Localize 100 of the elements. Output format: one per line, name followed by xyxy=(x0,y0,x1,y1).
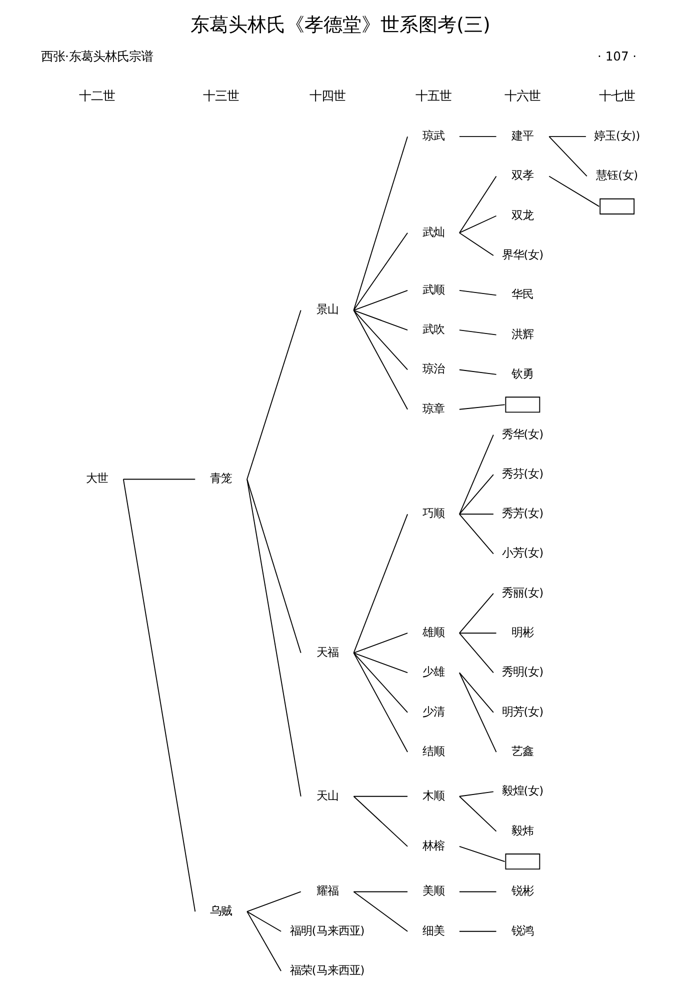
node-text: 景山 xyxy=(316,302,338,316)
node-text: 婷玉(女)) xyxy=(593,128,640,143)
connector xyxy=(352,796,408,797)
connector xyxy=(458,232,494,256)
node-text: 美顺 xyxy=(422,884,444,898)
connector xyxy=(352,796,408,847)
connector xyxy=(458,369,496,375)
node-text: 秀芳(女) xyxy=(501,506,544,520)
node-text: 细美 xyxy=(422,923,444,938)
node-text: 青笼 xyxy=(210,471,232,486)
connector xyxy=(458,672,494,713)
connector xyxy=(458,791,494,797)
connector xyxy=(458,136,496,138)
connector xyxy=(458,330,496,336)
connector xyxy=(458,176,496,234)
connector xyxy=(122,478,196,912)
node-text: 明芳(女) xyxy=(501,704,544,718)
connector xyxy=(352,310,408,331)
node-text: 雄顺 xyxy=(422,625,444,640)
connector xyxy=(246,891,301,912)
node-text: 巧顺 xyxy=(422,506,444,520)
connector xyxy=(352,232,408,311)
connector xyxy=(458,796,496,832)
connector xyxy=(246,478,301,797)
connector xyxy=(352,632,408,654)
connector xyxy=(352,652,408,674)
node-text: 钦勇 xyxy=(511,366,534,380)
connector xyxy=(458,632,496,634)
node-text: 秀明(女) xyxy=(501,664,544,679)
connector xyxy=(458,474,494,515)
connector xyxy=(458,930,496,932)
node-text: 双孝 xyxy=(511,168,534,182)
label: 十二世 xyxy=(78,89,114,104)
node-text: 秀丽(女) xyxy=(501,585,544,600)
connector xyxy=(458,672,496,752)
connector xyxy=(352,891,408,892)
connector xyxy=(458,846,505,862)
node-text: 锐彬 xyxy=(511,884,534,898)
connector xyxy=(458,215,496,234)
node-text: 明彬 xyxy=(511,625,534,640)
node-text: 毅煌(女) xyxy=(501,784,544,798)
node-text: 武顺 xyxy=(422,282,444,296)
node-text: 木顺 xyxy=(422,788,444,802)
connector xyxy=(122,478,196,480)
node-text: 少雄 xyxy=(422,664,444,679)
connector xyxy=(246,478,301,654)
node-text: 乌贼 xyxy=(210,903,232,918)
node-text: 华民 xyxy=(511,287,534,302)
connector xyxy=(548,136,587,177)
node-box xyxy=(599,198,634,214)
node-text: 双龙 xyxy=(511,208,534,222)
node-text: 福明(马来西亚) xyxy=(289,923,364,938)
label: 十四世 xyxy=(308,89,345,104)
connector xyxy=(458,514,494,515)
node-text: 琼治 xyxy=(422,362,444,376)
node-text: 小芳(女) xyxy=(501,546,544,560)
node-text: 林榕 xyxy=(422,838,444,852)
label: 西张·东葛头林氏宗谱 xyxy=(40,50,152,64)
node-text: 武灿 xyxy=(422,224,444,239)
connector xyxy=(352,310,408,370)
node-text: 琼章 xyxy=(422,401,444,416)
label: 十六世 xyxy=(504,89,540,104)
node-text: 秀华(女) xyxy=(501,426,544,441)
connector xyxy=(458,290,496,296)
node-text: 建平 xyxy=(511,128,534,143)
label: 十七世 xyxy=(598,89,635,104)
connector xyxy=(352,652,408,752)
node-text: 慧钰(女) xyxy=(596,168,638,182)
node-text: 福荣(马来西亚) xyxy=(289,962,364,977)
connector xyxy=(458,891,496,892)
node-text: 界华(女) xyxy=(501,247,544,262)
connector xyxy=(352,514,408,654)
connector xyxy=(246,911,281,932)
connector xyxy=(458,404,505,410)
connector xyxy=(352,290,408,311)
node-text: 少清 xyxy=(422,704,444,718)
label: 十三世 xyxy=(202,89,239,104)
label: 十五世 xyxy=(414,89,451,104)
connector xyxy=(458,514,494,554)
diagram-title: 东葛头林氏《孝德堂》世系图考(三) xyxy=(190,14,490,36)
connector xyxy=(352,136,408,311)
node-text: 天福 xyxy=(316,644,338,659)
connector xyxy=(352,891,408,932)
node-text: 毅炜 xyxy=(511,823,534,838)
connector xyxy=(352,310,408,410)
node-box xyxy=(504,854,540,870)
node-text: 天山 xyxy=(316,788,338,802)
connector xyxy=(548,176,600,207)
connector xyxy=(352,652,408,713)
node-text: 秀芬(女) xyxy=(501,466,544,480)
node-text: 武吹 xyxy=(422,322,444,336)
connector xyxy=(458,592,494,634)
connector xyxy=(548,136,586,138)
node-text: 艺鑫 xyxy=(511,744,534,758)
connector xyxy=(246,310,301,480)
label: · 107 · xyxy=(597,50,636,64)
node-box xyxy=(504,396,540,413)
node-text: 锐鸿 xyxy=(511,923,534,938)
node-text: 洪辉 xyxy=(511,326,534,341)
node-text: 琼武 xyxy=(422,128,444,143)
